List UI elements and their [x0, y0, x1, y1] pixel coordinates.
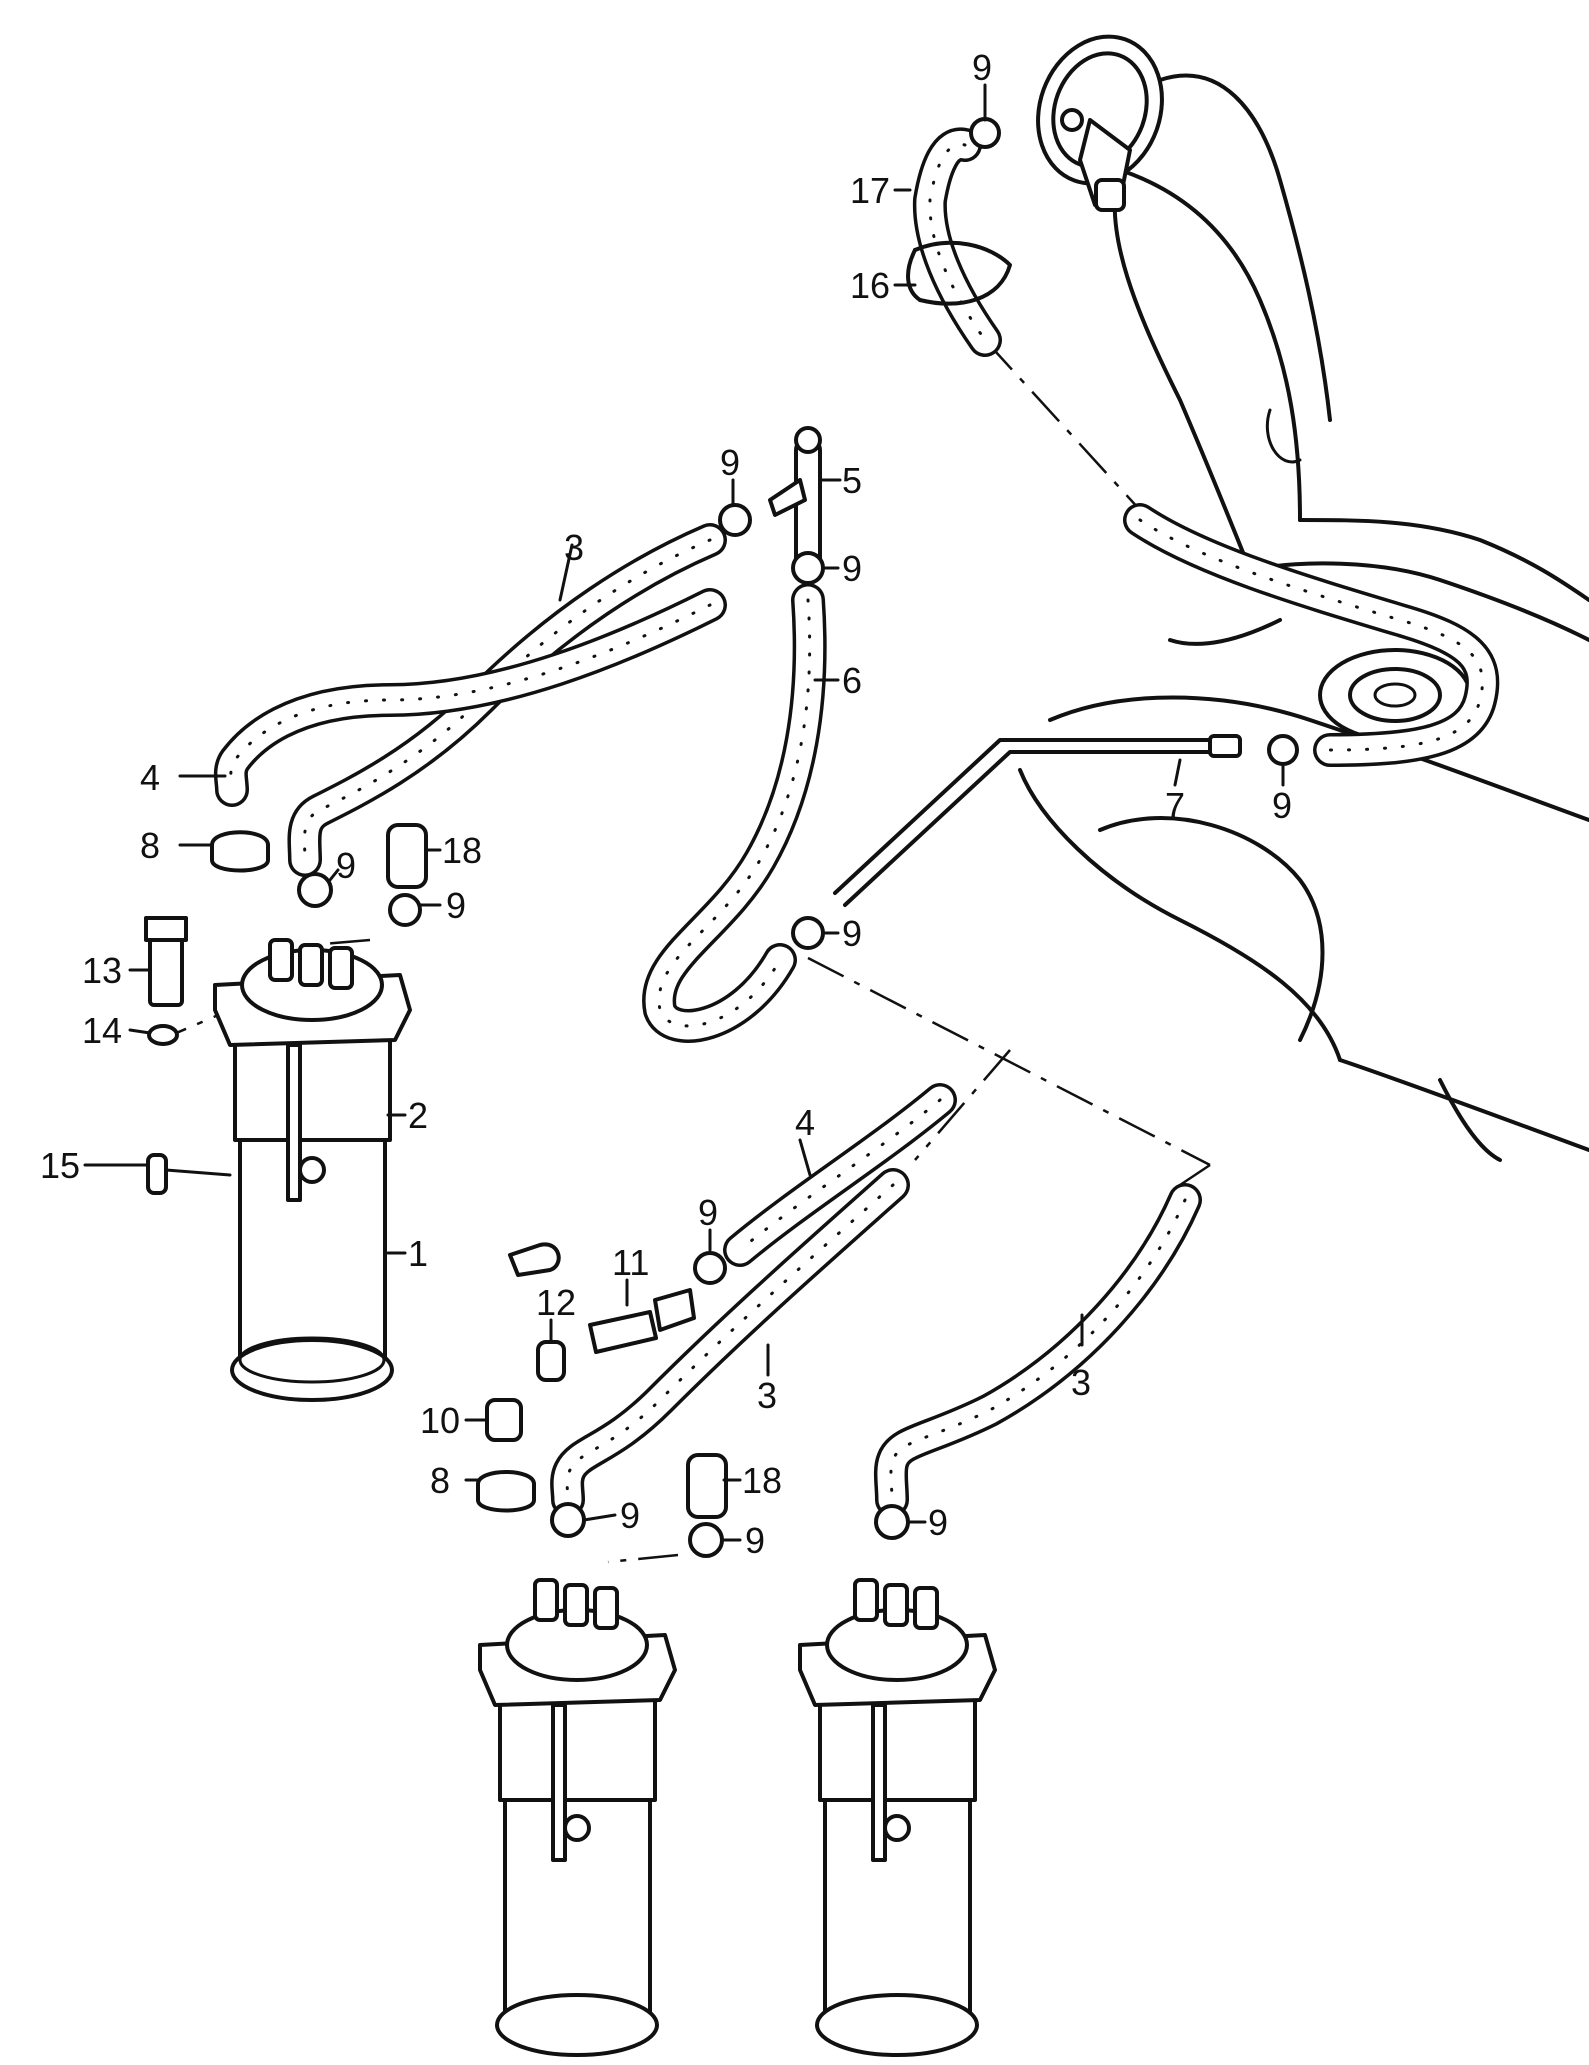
label-15: 15 [40, 1145, 80, 1186]
hose-18-lower [686, 1453, 728, 1519]
vehicle-body-outline [1018, 73, 1589, 1162]
label-9: 9 [842, 548, 862, 589]
filler-neck [1036, 34, 1164, 212]
hose-3-lower-left [550, 1168, 910, 1517]
label-9: 9 [842, 913, 862, 954]
hose-6 [642, 583, 827, 1043]
label-8: 8 [430, 1460, 450, 1501]
label-14: 14 [82, 1010, 122, 1051]
label-9: 9 [446, 885, 466, 926]
fuel-pump-upper-left [213, 938, 412, 1402]
hose-3-upper [287, 523, 727, 877]
label-9: 9 [928, 1502, 948, 1543]
label-9: 9 [720, 442, 740, 483]
label-18: 18 [742, 1460, 782, 1501]
t-piece-5 [768, 426, 822, 572]
label-10: 10 [420, 1400, 460, 1441]
label-9: 9 [336, 845, 356, 886]
label-17: 17 [850, 170, 890, 211]
label-13: 13 [82, 950, 122, 991]
label-9: 9 [698, 1192, 718, 1233]
label-4: 4 [140, 757, 160, 798]
label-3: 3 [564, 527, 584, 568]
hose-4-lower [723, 1083, 957, 1267]
label-9: 9 [620, 1495, 640, 1536]
fuel-pump-lower-right [798, 1578, 997, 2057]
label-11: 11 [612, 1242, 649, 1283]
label-9: 9 [1272, 785, 1292, 826]
label-9: 9 [745, 1520, 765, 1561]
label-9: 9 [972, 47, 992, 88]
leader-lines [83, 83, 1285, 1542]
label-3: 3 [1071, 1362, 1091, 1403]
fuel-pump-lower-center [478, 1578, 677, 2057]
label-8: 8 [140, 825, 160, 866]
hose-18-upper [386, 823, 428, 889]
label-12: 12 [536, 1282, 576, 1323]
clamps [210, 117, 1299, 1558]
part-labels: 9 17 16 9 5 9 3 6 4 8 9 18 9 13 14 2 1 1… [40, 47, 1292, 1561]
metal-line-7 [833, 734, 1242, 907]
label-2: 2 [408, 1095, 428, 1136]
hose-17 [912, 127, 1002, 357]
hoses [213, 127, 1500, 1519]
label-7: 7 [1165, 785, 1185, 826]
small-fittings [144, 916, 696, 1442]
label-5: 5 [842, 460, 862, 501]
label-16: 16 [850, 265, 890, 306]
hose-3-lower-right [873, 1183, 1202, 1517]
label-4: 4 [795, 1102, 815, 1143]
hose-tank-long [1123, 503, 1500, 767]
label-6: 6 [842, 660, 862, 701]
label-3: 3 [757, 1375, 777, 1416]
label-18: 18 [442, 830, 482, 871]
hose-4-upper [213, 588, 727, 807]
label-1: 1 [408, 1233, 428, 1274]
